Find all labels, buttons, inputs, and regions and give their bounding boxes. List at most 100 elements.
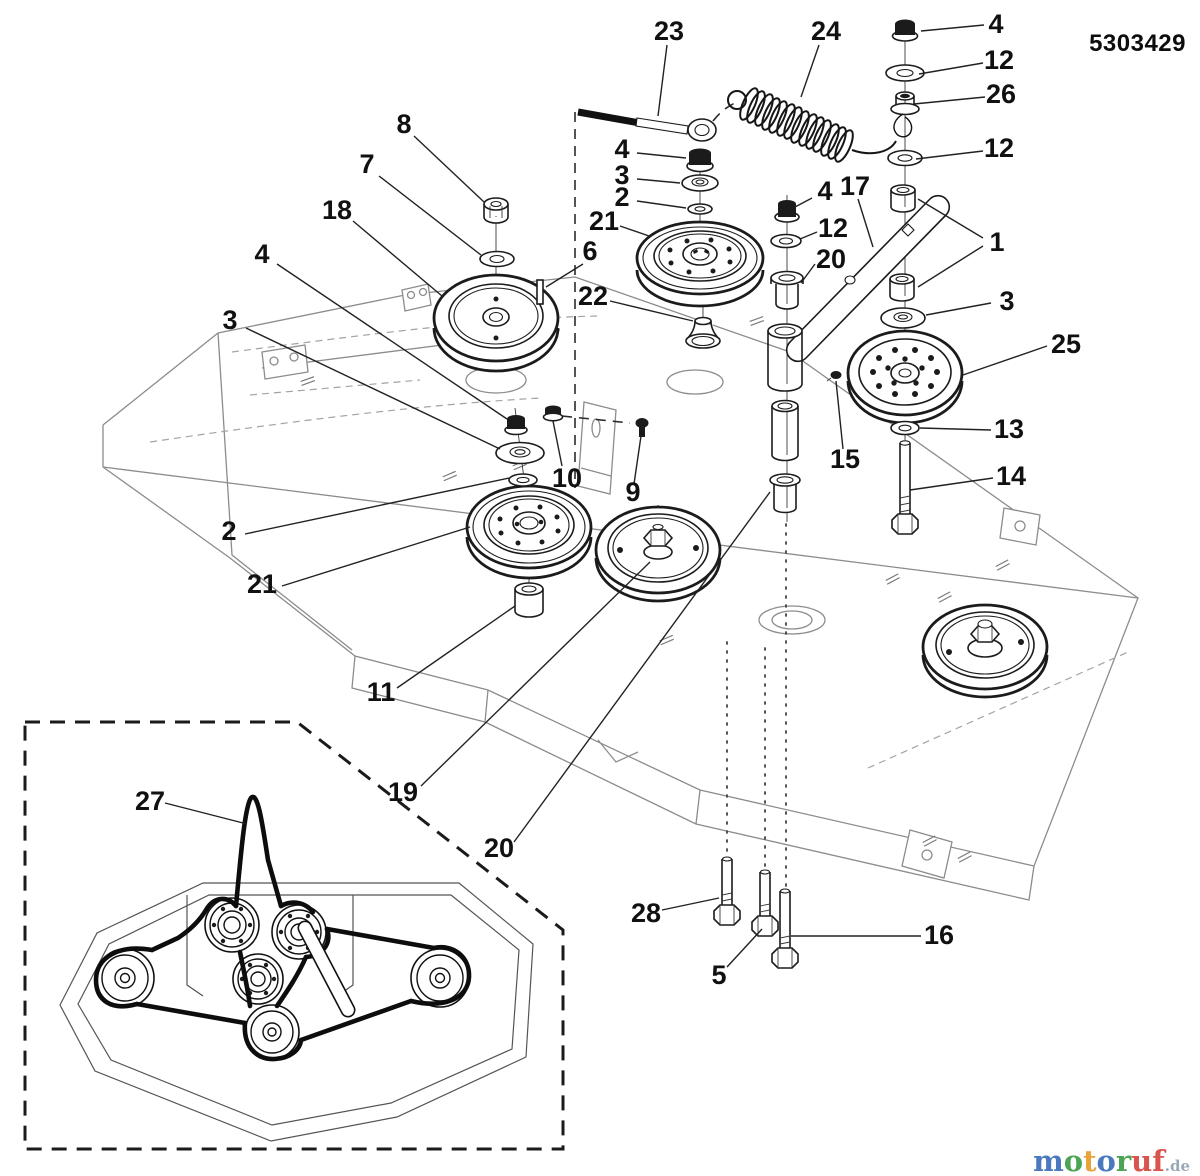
nut-8 [483, 197, 509, 224]
bushing-11 [514, 582, 544, 618]
callout-27: 27 [135, 786, 165, 816]
leader-line-20 [800, 263, 816, 284]
callout-20: 20 [816, 244, 846, 274]
callout-7: 7 [359, 149, 374, 179]
callout-12: 12 [984, 45, 1014, 75]
motoruf-watermark: motoruf.de [1033, 1147, 1190, 1176]
bolt-14 [891, 440, 919, 535]
leader-line-8 [413, 135, 485, 203]
callout-8: 8 [396, 109, 411, 139]
leader-line-4 [794, 197, 813, 208]
spring-24 [727, 87, 897, 163]
callout-22: 22 [578, 281, 608, 311]
leader-line-12 [918, 62, 984, 75]
callout-4: 4 [614, 134, 629, 164]
callout-12: 12 [984, 133, 1014, 163]
leader-line-3 [636, 178, 681, 184]
callout-15: 15 [830, 444, 860, 474]
mid-hardware-column [767, 200, 804, 514]
bolt-28 [713, 856, 741, 926]
leader-line-12 [799, 231, 818, 240]
callout-14: 14 [996, 461, 1026, 491]
callout-21: 21 [589, 206, 619, 236]
inset-pulleys [95, 897, 470, 1060]
callout-25: 25 [1051, 329, 1081, 359]
leader-line-5 [726, 928, 763, 968]
washer-3-top [681, 174, 719, 192]
part-number: 5303429 [1089, 30, 1186, 57]
leader-line-7 [378, 175, 482, 256]
nut-10 [542, 405, 564, 422]
watermark-letter: u [1131, 1144, 1153, 1176]
leader-line-4 [276, 263, 508, 420]
callout-24: 24 [811, 16, 841, 46]
leader-line-25 [962, 345, 1048, 376]
leader-line-1 [917, 245, 984, 288]
watermark-letter: t [1083, 1144, 1097, 1176]
callout-10: 10 [552, 463, 582, 493]
callout-26: 26 [986, 79, 1016, 109]
bolt-16 [771, 888, 799, 969]
callout-9: 9 [625, 477, 640, 507]
callout-18: 18 [322, 195, 352, 225]
callout-11: 11 [367, 677, 396, 707]
leader-line-17 [857, 198, 874, 248]
callout-28: 28 [631, 898, 661, 928]
idler-pulley-18 [432, 273, 560, 373]
leader-line-15 [835, 380, 844, 450]
callout-3: 3 [222, 305, 237, 335]
washer-3-left [495, 441, 545, 465]
callout-21: 21 [247, 569, 277, 599]
watermark-suffix: .de [1164, 1157, 1190, 1175]
watermark-letter: f [1152, 1144, 1165, 1176]
leader-line-14 [909, 477, 994, 491]
leader-line-11 [396, 605, 516, 689]
leader-line-20 [513, 491, 771, 843]
spindle-pulley-21-top [635, 220, 765, 308]
callout-3: 3 [999, 286, 1014, 316]
callout-16: 16 [924, 920, 954, 950]
watermark-letter: o [1063, 1144, 1084, 1176]
deck-brackets [261, 283, 1041, 879]
washer-2-top [687, 203, 713, 215]
watermark-letter: o [1096, 1144, 1116, 1176]
leader-line-23 [657, 44, 668, 117]
bolt-9 [635, 418, 649, 437]
leader-line-9 [633, 435, 642, 485]
washer-2-left [508, 473, 538, 487]
cone-spacer-22 [685, 316, 721, 349]
callout-12: 12 [818, 213, 848, 243]
leader-line-3 [245, 327, 501, 450]
leader-line-4 [636, 152, 687, 159]
leader-line-10 [552, 420, 563, 467]
callout-2: 2 [614, 182, 629, 212]
callout-1: 1 [989, 227, 1004, 257]
callout-13: 13 [994, 414, 1024, 444]
watermark-letter: m [1033, 1144, 1064, 1176]
leader-line-24 [800, 44, 820, 98]
leader-line-1 [917, 198, 984, 239]
leader-line-26 [913, 96, 986, 105]
leader-line-21 [619, 225, 650, 237]
leader-line-18 [352, 220, 443, 297]
deck-outline [102, 276, 1139, 901]
right-hardware-column [880, 19, 926, 329]
callout-20: 20 [484, 833, 514, 863]
leader-line-22 [609, 300, 694, 322]
leader-line-13 [919, 427, 992, 431]
callout-4: 4 [988, 9, 1003, 39]
setscrew-15 [826, 371, 842, 382]
callout-3: 3 [614, 160, 629, 190]
callout-4: 4 [817, 176, 832, 206]
washer-7 [479, 250, 515, 268]
bolt-5 [751, 869, 779, 937]
callout-19: 19 [388, 777, 418, 807]
callout-5: 5 [711, 960, 726, 990]
inset-idler-arm [297, 920, 356, 1018]
leader-line-3 [925, 302, 992, 316]
leader-line-2 [636, 200, 687, 209]
washer-13 [890, 420, 920, 436]
